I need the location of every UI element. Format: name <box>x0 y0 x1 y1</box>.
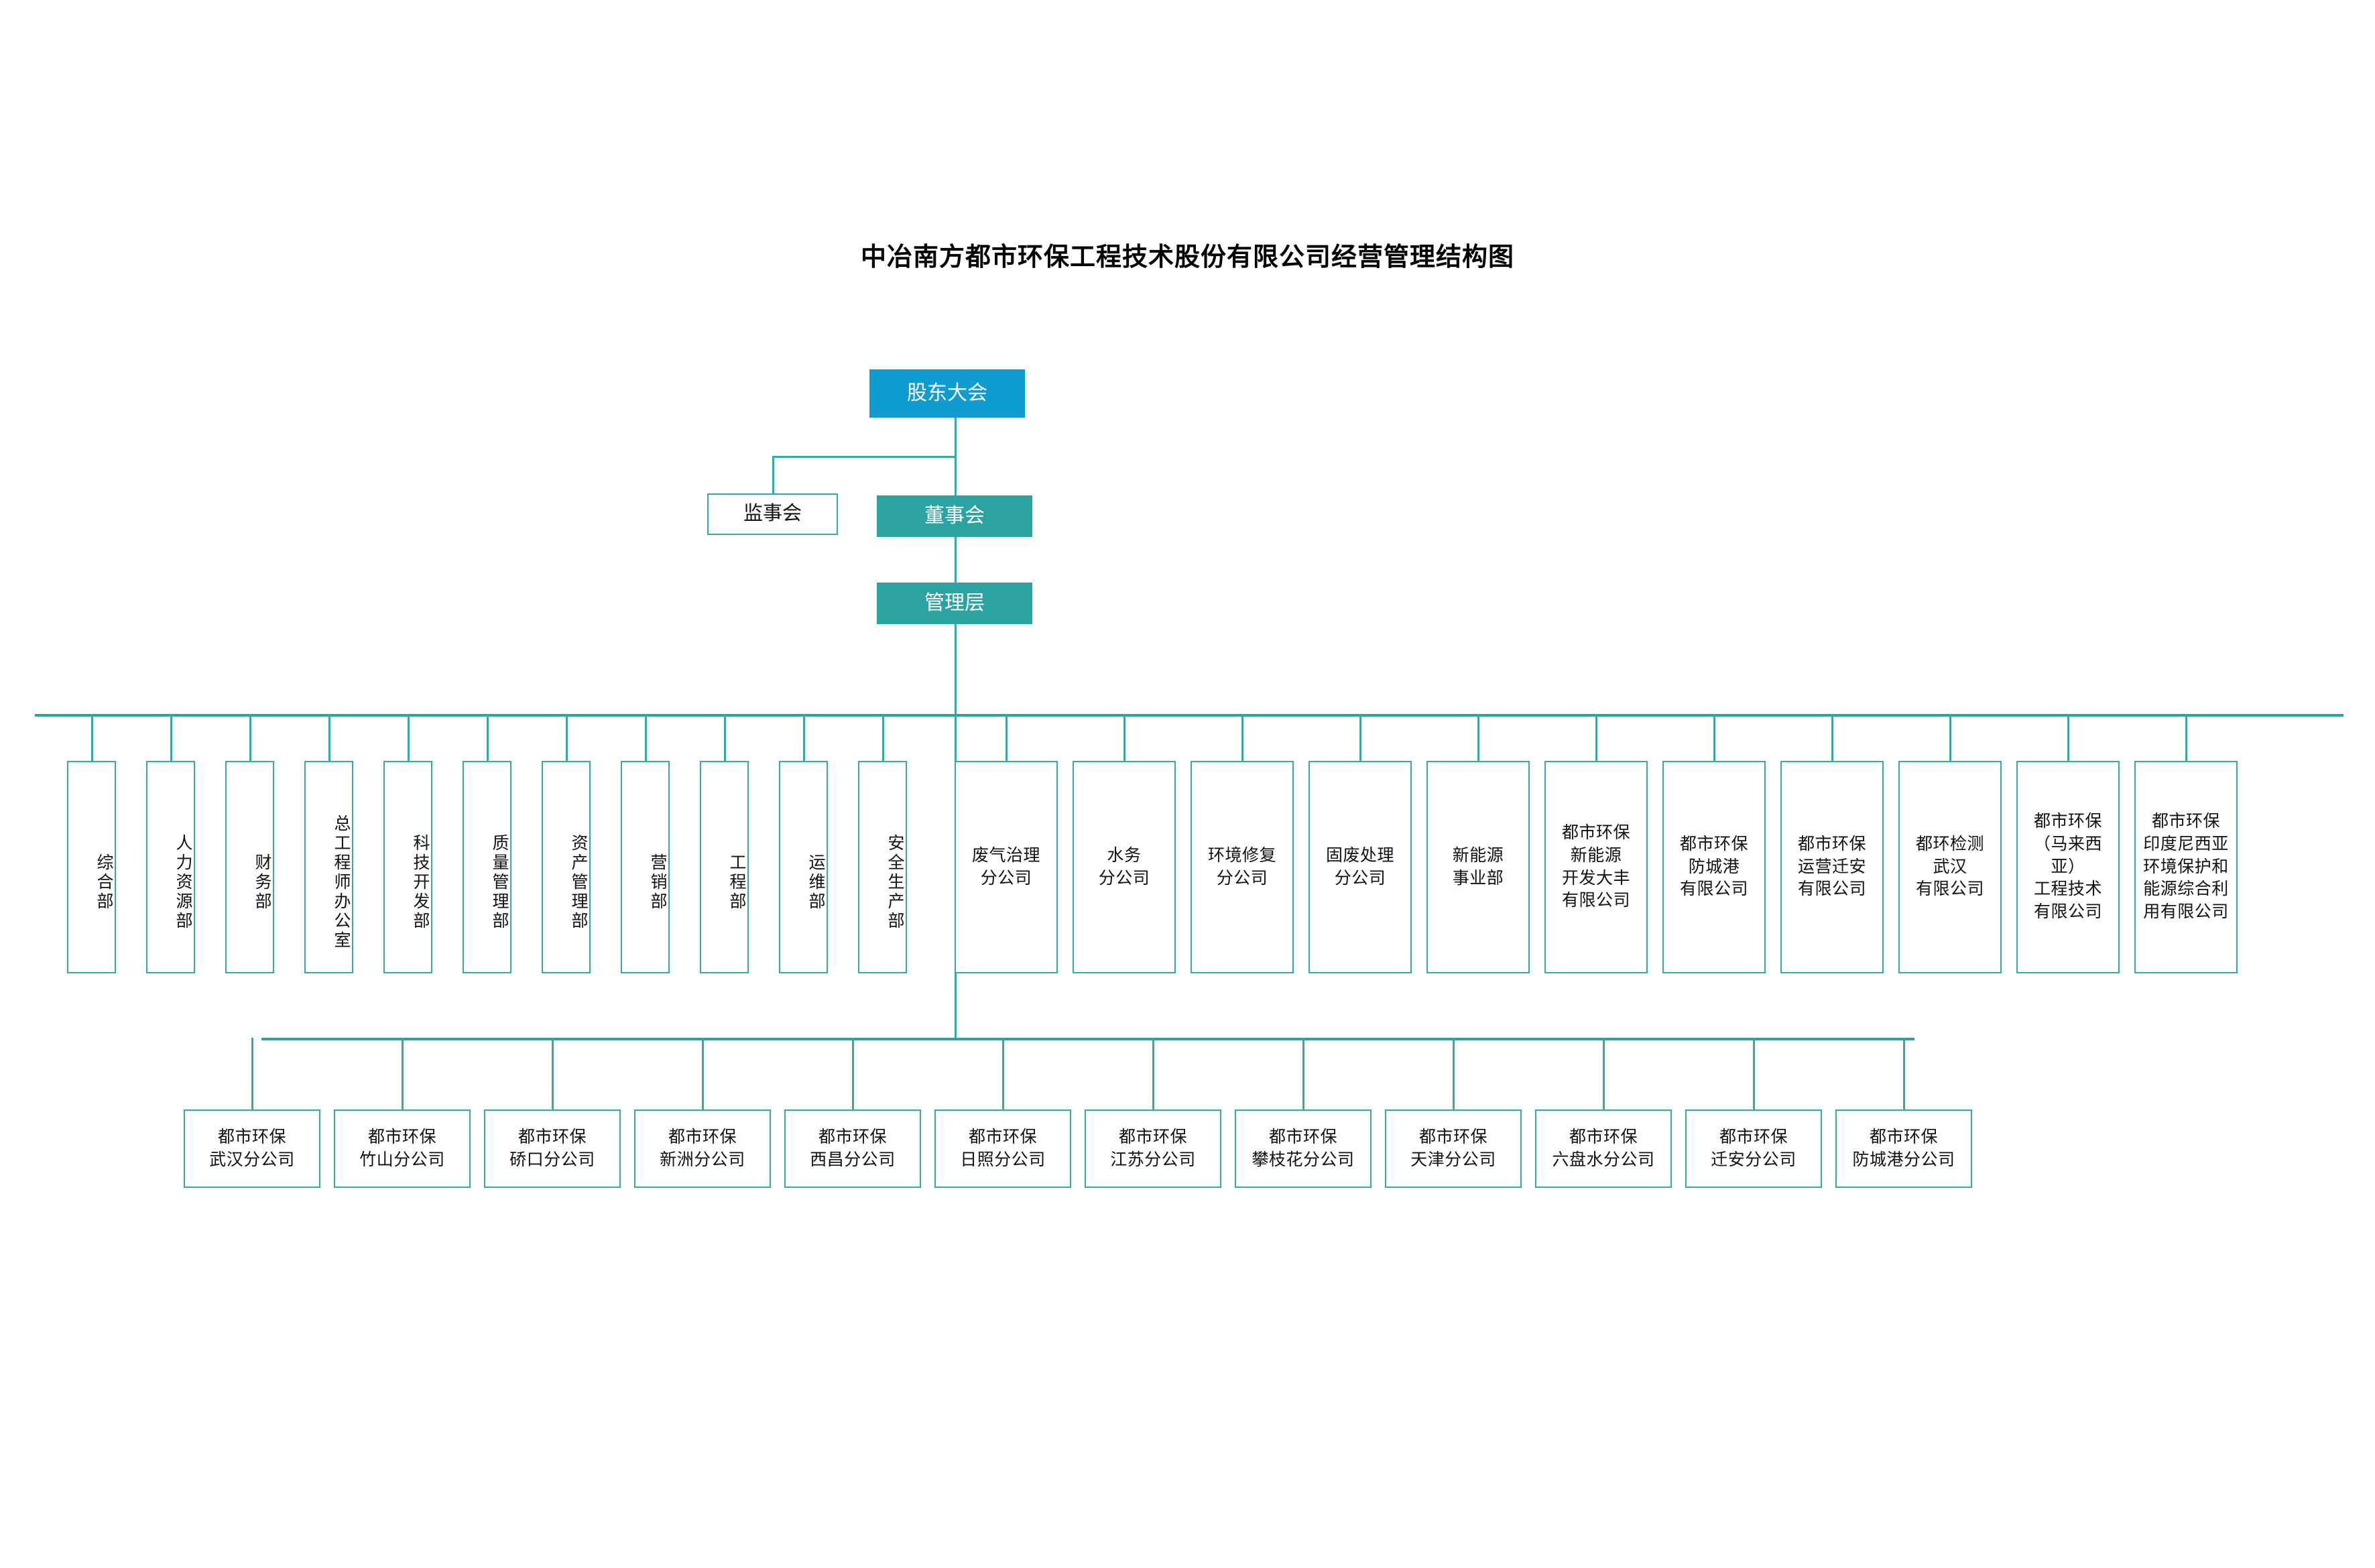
connector-department-3 <box>328 714 330 761</box>
connector-branch-7 <box>1302 1038 1304 1109</box>
node-branch-office[interactable]: 都市环保 竹山分公司 <box>334 1109 471 1188</box>
node-branch-office[interactable]: 都市环保 西昌分公司 <box>784 1109 921 1188</box>
connector-department-9 <box>802 714 805 761</box>
connector-bar-departments <box>35 714 2343 717</box>
connector-branch-8 <box>1453 1038 1455 1109</box>
connector-business-unit-1 <box>1123 714 1125 761</box>
node-department[interactable]: 科技开发部 <box>383 761 432 973</box>
connector-supervisory-down <box>772 456 774 493</box>
node-branch-office[interactable]: 都市环保 武汉分公司 <box>184 1109 320 1188</box>
connector-department-6 <box>565 714 568 761</box>
connector-branch-9 <box>1603 1038 1605 1109</box>
node-department[interactable]: 质量管理部 <box>463 761 511 973</box>
connector-branch-5 <box>1002 1038 1004 1109</box>
node-board-of-directors[interactable]: 董事会 <box>877 495 1032 537</box>
node-branch-office[interactable]: 都市环保 防城港分公司 <box>1835 1109 1972 1188</box>
connector-department-7 <box>644 714 647 761</box>
connector-business-unit-9 <box>2067 714 2069 761</box>
connector-branch-2 <box>552 1038 554 1109</box>
connector-to-supervisory <box>772 456 957 458</box>
connector-business-unit-3 <box>1359 714 1361 761</box>
node-business-unit[interactable]: 都市环保 印度尼西亚 环境保护和 能源综合利 用有限公司 <box>2134 761 2238 973</box>
connector-business-unit-8 <box>1949 714 1951 761</box>
node-business-unit[interactable]: 固废处理 分公司 <box>1308 761 1412 973</box>
connector-bar-branches <box>261 1038 1914 1040</box>
node-business-unit[interactable]: 都市环保 新能源 开发大丰 有限公司 <box>1544 761 1648 973</box>
node-department[interactable]: 工程部 <box>700 761 749 973</box>
node-department[interactable]: 安全生产部 <box>858 761 907 973</box>
connector-department-8 <box>723 714 726 761</box>
node-shareholders-meeting[interactable]: 股东大会 <box>869 369 1025 418</box>
connector-branch-10 <box>1753 1038 1755 1109</box>
connector-business-unit-6 <box>1713 714 1715 761</box>
node-department[interactable]: 营销部 <box>621 761 670 973</box>
connector-department-0 <box>90 714 93 761</box>
connector-board-to-management <box>955 537 957 583</box>
connector-department-2 <box>249 714 251 761</box>
connector-business-unit-0 <box>1006 714 1008 761</box>
connector-branch-4 <box>852 1038 854 1109</box>
node-department[interactable]: 运维部 <box>779 761 828 973</box>
connector-department-10 <box>881 714 884 761</box>
connector-department-4 <box>407 714 410 761</box>
node-department[interactable]: 人力资源部 <box>146 761 195 973</box>
connector-branch-3 <box>702 1038 704 1109</box>
connector-branch-0 <box>251 1038 253 1109</box>
connector-business-unit-4 <box>1477 714 1479 761</box>
node-branch-office[interactable]: 都市环保 硚口分公司 <box>484 1109 621 1188</box>
page-title: 中冶南方都市环保工程技术股份有限公司经营管理结构图 <box>860 243 1514 272</box>
node-business-unit[interactable]: 都环检测 武汉 有限公司 <box>1898 761 2002 973</box>
connector-department-5 <box>486 714 489 761</box>
node-branch-office[interactable]: 都市环保 天津分公司 <box>1385 1109 1522 1188</box>
connector-branch-6 <box>1152 1038 1154 1109</box>
node-business-unit[interactable]: 都市环保 （马来西亚） 工程技术 有限公司 <box>2016 761 2120 973</box>
node-branch-office[interactable]: 都市环保 江苏分公司 <box>1085 1109 1221 1188</box>
node-business-unit[interactable]: 水务 分公司 <box>1073 761 1176 973</box>
connector-business-unit-5 <box>1595 714 1597 761</box>
node-branch-office[interactable]: 都市环保 新洲分公司 <box>634 1109 771 1188</box>
connector-business-unit-10 <box>2185 714 2187 761</box>
node-department[interactable]: 总工程师办公室 <box>304 761 353 973</box>
node-branch-office[interactable]: 都市环保 攀枝花分公司 <box>1235 1109 1372 1188</box>
node-management[interactable]: 管理层 <box>877 583 1032 624</box>
node-branch-office[interactable]: 都市环保 日照分公司 <box>934 1109 1071 1188</box>
node-department[interactable]: 综合部 <box>67 761 116 973</box>
node-business-unit[interactable]: 都市环保 防城港 有限公司 <box>1662 761 1766 973</box>
node-department[interactable]: 资产管理部 <box>542 761 591 973</box>
node-branch-office[interactable]: 都市环保 迁安分公司 <box>1685 1109 1822 1188</box>
connector-branch-1 <box>402 1038 404 1109</box>
connector-business-unit-7 <box>1831 714 1833 761</box>
connector-business-unit-2 <box>1241 714 1243 761</box>
node-business-unit[interactable]: 都市环保 运营迁安 有限公司 <box>1780 761 1884 973</box>
connector-branch-11 <box>1903 1038 1905 1109</box>
node-business-unit[interactable]: 废气治理 分公司 <box>955 761 1058 973</box>
node-department[interactable]: 财务部 <box>225 761 274 973</box>
node-branch-office[interactable]: 都市环保 六盘水分公司 <box>1535 1109 1672 1188</box>
node-business-unit[interactable]: 环境修复 分公司 <box>1191 761 1294 973</box>
node-business-unit[interactable]: 新能源 事业部 <box>1426 761 1530 973</box>
node-supervisory-board[interactable]: 监事会 <box>707 493 838 535</box>
connector-department-1 <box>170 714 172 761</box>
